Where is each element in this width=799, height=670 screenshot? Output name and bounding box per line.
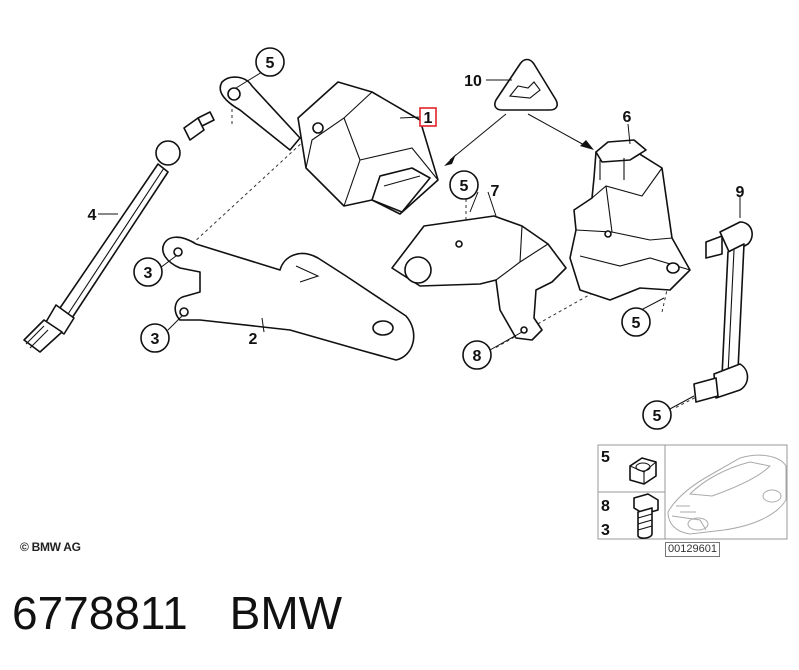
- callout-label: 4: [88, 207, 97, 224]
- callout-label: 8: [473, 348, 482, 365]
- level-sensor-part-1: [219, 76, 439, 215]
- callout-1-highlighted: 1: [419, 107, 437, 127]
- callout-label: 7: [491, 183, 500, 200]
- callout-label: 3: [144, 265, 153, 282]
- mounting-plate-part-7: [391, 215, 567, 341]
- callout-label: 10: [464, 73, 482, 90]
- legend-bolt-number-b: 3: [601, 522, 610, 539]
- callout-label: 1: [424, 110, 433, 127]
- fastener-legend: 5 8 3: [597, 444, 788, 540]
- car-outline-icon: [667, 454, 787, 535]
- hand-warning-icon: [508, 81, 541, 99]
- brand-name: BMW: [229, 587, 343, 639]
- legend-bolt-number-a: 8: [601, 498, 610, 515]
- part-number: 6778811: [12, 587, 188, 639]
- callout-5-mid: 5: [449, 170, 479, 200]
- callout-9: 9: [736, 184, 745, 201]
- nut-icon: [629, 457, 657, 485]
- callout-8: 8: [462, 340, 492, 370]
- diagram-reference-code: 00129601: [665, 542, 720, 557]
- callout-3-upper: 3: [133, 257, 163, 287]
- callout-label: 2: [249, 331, 258, 348]
- callout-label: 5: [632, 315, 641, 332]
- callout-4: 4: [88, 207, 97, 224]
- callout-6: 6: [623, 109, 632, 126]
- bolt-icon: [633, 493, 659, 539]
- callout-7: 7: [491, 183, 500, 200]
- sensor-housing-part-6: [569, 139, 691, 301]
- bracket-part-2: [162, 236, 415, 361]
- callout-5-right: 5: [621, 307, 651, 337]
- callout-label: 6: [623, 109, 632, 126]
- linkage-rod-part-4: [23, 111, 215, 353]
- callout-5-top: 5: [255, 47, 285, 77]
- legend-nut-number: 5: [601, 449, 610, 466]
- warning-label-part-10: [494, 58, 558, 111]
- callout-2: 2: [249, 331, 258, 348]
- copyright-notice: © BMW AG: [20, 540, 81, 554]
- vertical-link-part-9: [693, 221, 753, 403]
- callout-label: 5: [266, 55, 275, 72]
- parts-diagram: 5 1 10 6 4 5 7 9 3 3 2 5 8: [23, 47, 788, 540]
- callout-10: 10: [464, 73, 482, 90]
- callout-label: 5: [460, 178, 469, 195]
- callout-3-lower: 3: [140, 323, 170, 353]
- callout-label: 3: [151, 331, 160, 348]
- callout-label: 5: [653, 408, 662, 425]
- callout-label: 9: [736, 184, 745, 201]
- part-footer: 6778811 BMW: [12, 586, 342, 640]
- callout-5-bottom: 5: [642, 400, 672, 430]
